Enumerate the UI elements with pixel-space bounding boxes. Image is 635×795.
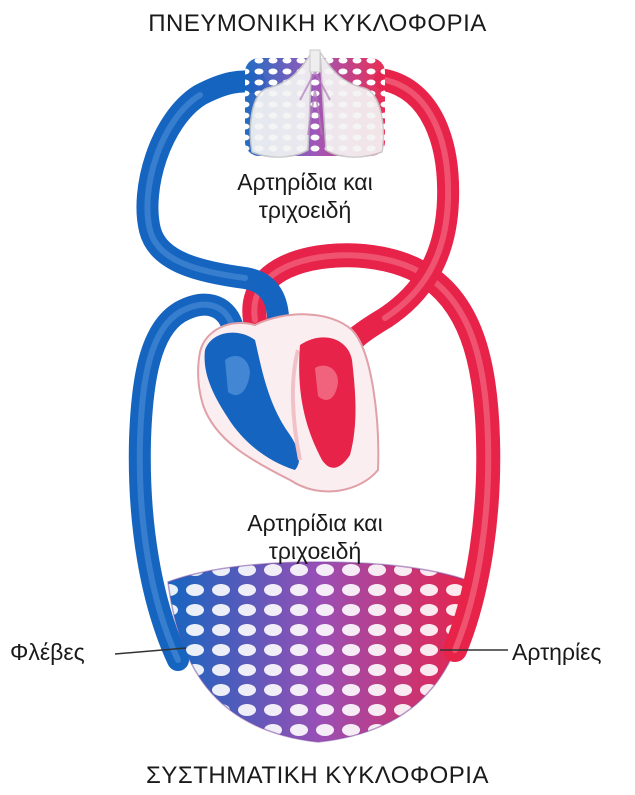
body-capillaries-label-line2: τριχοειδή (205, 537, 425, 565)
pulmonary-circulation-title: ΠΝΕΥΜΟΝΙΚΗ ΚΥΚΛΟΦΟΡΙΑ (0, 10, 635, 38)
lung-capillaries-label-line1: Αρτηρίδια και (205, 168, 405, 196)
body-capillaries-label-line1: Αρτηρίδια και (205, 509, 425, 537)
lung-capillaries-label-line2: τριχοειδή (205, 196, 405, 224)
heart-illustration (198, 314, 378, 491)
lung-capillaries-label: Αρτηρίδια και τριχοειδή (205, 168, 405, 224)
body-capillaries-label: Αρτηρίδια και τριχοειδή (205, 509, 425, 565)
arteries-label: Αρτηρίες (512, 639, 602, 666)
systemic-capillary-bed (160, 555, 480, 750)
veins-label: Φλέβες (10, 639, 85, 666)
lungs-illustration (245, 50, 385, 157)
systemic-circulation-title: ΣΥΣΤΗΜΑΤΙΚΗ ΚΥΚΛΟΦΟΡΙΑ (0, 762, 635, 790)
